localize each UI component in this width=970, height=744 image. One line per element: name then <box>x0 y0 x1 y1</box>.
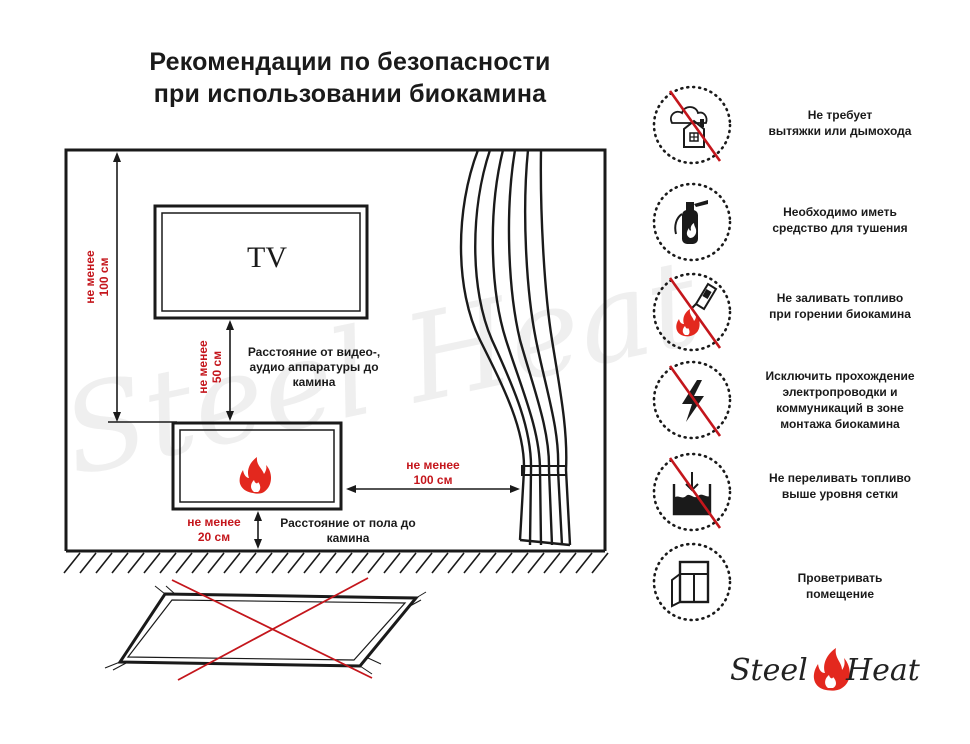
rule-text: Не переливать топливо выше уровня сетки <box>769 471 911 501</box>
rule-text: Не заливать топливо при горении биокамин… <box>769 291 911 321</box>
biofireplace <box>171 421 343 511</box>
curtain <box>459 149 572 547</box>
rule-item: Исключить прохождение электропроводки и … <box>650 358 950 444</box>
tv-label: TV <box>247 241 287 274</box>
logo-text-right: Heat <box>845 653 921 688</box>
no-overfill-icon <box>652 452 732 532</box>
floor-dimension <box>254 511 262 549</box>
no-fuel-pouring-icon <box>652 272 732 352</box>
rule-text: Исключить прохождение электропроводки и … <box>765 369 915 431</box>
title-line-2: при использовании биокамина <box>153 80 547 108</box>
floor-description: Расстояние от пола до камина <box>280 516 416 545</box>
tv-gap-dimension <box>226 320 234 421</box>
page-title: Рекомендации по безопасности при использ… <box>60 46 640 110</box>
ventilate-window-icon <box>652 542 732 622</box>
rug-cross-line-2 <box>177 577 369 681</box>
steel-heat-logo: Steel Heat <box>730 648 921 691</box>
flame-icon <box>813 648 850 691</box>
no-electricity-icon <box>652 360 732 440</box>
height-label: не менее 100 см <box>83 250 111 304</box>
fireplace-flame-icon <box>239 457 272 494</box>
title-line-1: Рекомендации по безопасности <box>149 48 551 76</box>
fire-extinguisher-icon <box>652 182 732 262</box>
rule-text: Не требует вытяжки или дымохода <box>768 108 912 138</box>
rule-text: Проветривать помещение <box>797 571 883 601</box>
wall-outline <box>64 148 607 551</box>
tv-gap-label: не менее 50 см <box>196 340 224 394</box>
side-dimension <box>346 485 520 493</box>
rule-item: Не переливать топливо выше уровня сетки <box>650 450 950 536</box>
side-label: не менее 100 см <box>406 458 460 487</box>
rule-item: Проветривать помещение <box>650 540 950 626</box>
rule-item: Не заливать топливо при горении биокамин… <box>650 270 950 356</box>
rug-prohibited <box>104 577 427 681</box>
tv-screen <box>153 204 369 320</box>
tv-gap-description: Расстояние от видео-, аудио аппаратуры д… <box>247 345 381 389</box>
floor-hatching <box>63 552 609 574</box>
rule-item: Не требует вытяжки или дымохода <box>650 83 950 169</box>
height-dimension <box>108 152 177 423</box>
rule-item: Необходимо иметь средство для тушения <box>650 180 950 266</box>
floor-label: не менее 20 см <box>187 515 241 544</box>
logo-text-left: Steel <box>730 653 808 688</box>
no-chimney-icon <box>652 85 732 165</box>
rule-text: Необходимо иметь средство для тушения <box>772 205 908 235</box>
